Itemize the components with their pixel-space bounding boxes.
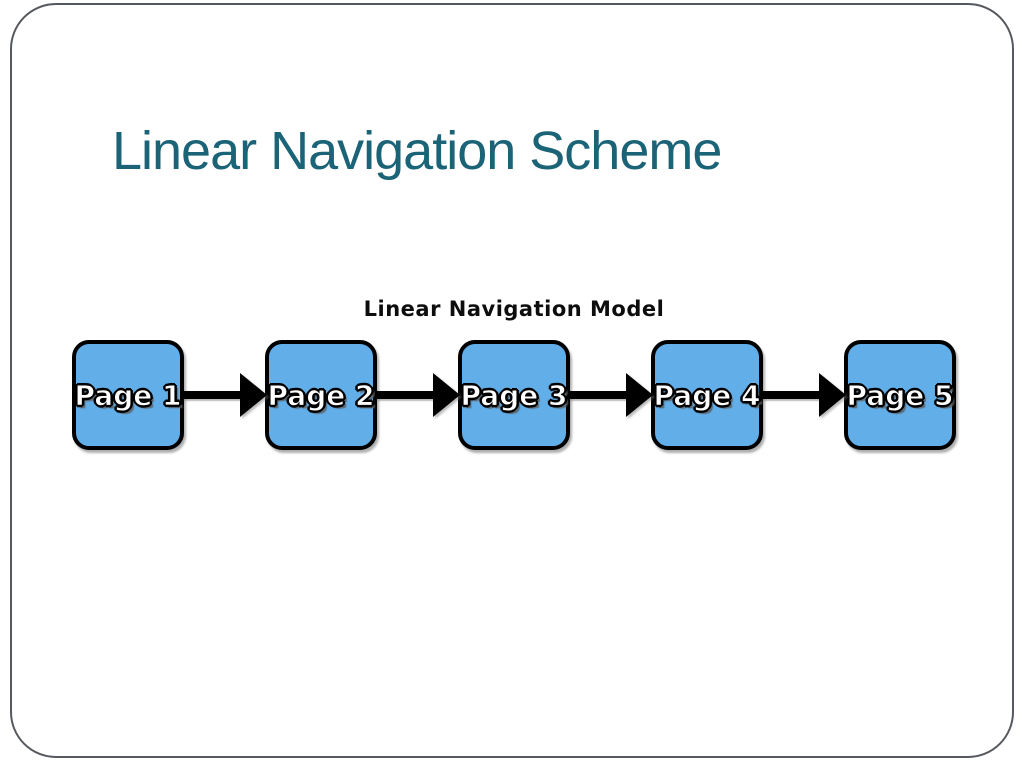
arrow-head	[819, 373, 846, 417]
arrow-head	[433, 373, 460, 417]
page-node-4: Page 4	[651, 340, 763, 450]
page-node-label: Page 2	[267, 378, 375, 412]
right-arrow-icon	[182, 372, 267, 418]
slide-title: Linear Navigation Scheme	[112, 121, 722, 182]
right-arrow-icon	[568, 372, 653, 418]
page-node-label: Page 4	[653, 378, 761, 412]
arrow-head	[626, 373, 653, 417]
linear-navigation-diagram: Linear Navigation Model Page 1 Page 2 Pa…	[72, 297, 956, 450]
arrow-shaft	[375, 391, 436, 399]
page-node-label: Page 3	[460, 378, 568, 412]
page-node-3: Page 3	[458, 340, 570, 450]
right-arrow-icon	[761, 372, 846, 418]
arrow-shaft	[761, 391, 822, 399]
page-node-1: Page 1	[72, 340, 184, 450]
flow-row: Page 1 Page 2 Page 3 Page 4 Page	[72, 340, 956, 450]
page-node-5: Page 5	[844, 340, 956, 450]
arrow-shaft	[568, 391, 629, 399]
page-node-label: Page 1	[74, 378, 182, 412]
arrow-head	[240, 373, 267, 417]
page-node-2: Page 2	[265, 340, 377, 450]
arrow-shaft	[182, 391, 243, 399]
page-node-label: Page 5	[846, 378, 954, 412]
right-arrow-icon	[375, 372, 460, 418]
diagram-title: Linear Navigation Model	[363, 297, 665, 321]
